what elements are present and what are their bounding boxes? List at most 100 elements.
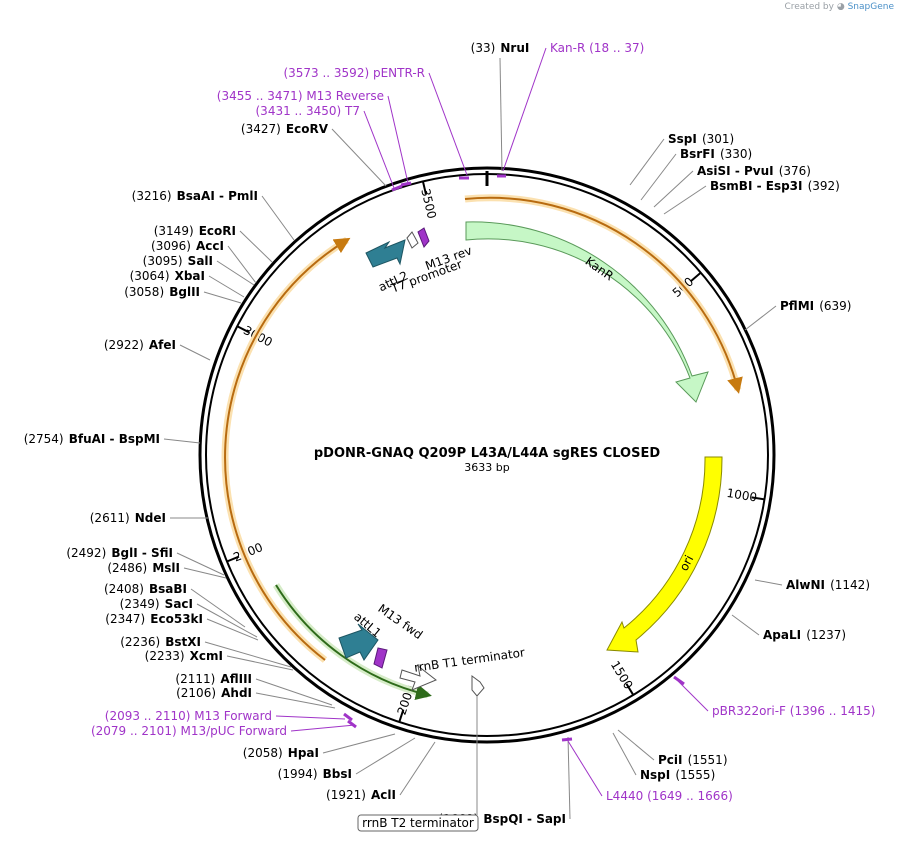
restriction-site[interactable]: AsiSI - PvuI (376) [653,160,811,208]
site-name: BsmBI - Esp3I [710,179,802,193]
restriction-site[interactable]: (3149) EcoRI [154,220,273,263]
rrnb-t1-terminator-arrow[interactable] [399,664,437,691]
site-label: (33) NruI [471,37,530,56]
site-label: ApaLI (1237) [763,624,846,643]
restriction-site[interactable]: (2233) XcmI [145,645,294,671]
primer-range: (2093 .. 2110) [105,709,191,723]
site-position: (1555) [675,768,715,782]
site-name: BsaBI [149,582,187,596]
site-label: SspI (301) [668,128,734,147]
primer-mark [391,184,403,192]
site-label: (2492) BglI - SfiI [66,542,173,561]
restriction-site[interactable]: PflMI (639) [744,295,851,331]
attl1-feature-arrow[interactable] [338,623,379,661]
restriction-site[interactable]: (33) NruI [471,37,530,172]
restriction-site[interactable]: (2236) BstXI [120,631,292,668]
site-position: (2922) [104,338,144,352]
restriction-site[interactable]: (2349) SacI [120,593,258,638]
site-leader-line [744,305,777,331]
primer-site[interactable]: (3455 .. 3471) M13 Reverse [217,89,412,187]
tick-label: 1500 [608,658,636,691]
site-label: (2611) NdeI [90,507,166,526]
primer-name: Kan-R [550,41,585,55]
restriction-site[interactable]: (2347) Eco53kI [105,608,259,641]
primer-leader-line [363,110,395,189]
restriction-site[interactable]: (3058) BglII [124,281,242,304]
primer-site[interactable]: (3431 .. 3450) T7 [256,104,403,192]
site-leader-line [216,260,255,286]
restriction-site[interactable]: BsmBI - Esp3I (392) [663,175,840,215]
site-leader-line [176,552,225,576]
m13-rev-primer-site[interactable] [417,227,430,248]
restriction-site[interactable]: (3096) AccI [151,235,257,284]
site-name: NruI [500,41,529,55]
primer-range: (3455 .. 3471) [217,89,303,103]
restriction-sites: (33) NruI SspI (301)BsrFI (330)AsiSI - Pv… [24,37,870,827]
primer-leader-line [502,47,547,172]
restriction-site[interactable]: (1994) BbsI [278,737,416,782]
site-label: (2058) HpaI [243,742,319,761]
primer-mark [400,181,412,187]
site-name: XbaI [175,269,205,283]
restriction-site[interactable]: NspI (1555) [612,732,715,783]
restriction-site[interactable]: BsrFI (330) [640,143,752,201]
restriction-site[interactable]: (2106) AhdI [176,682,336,709]
primer-name: M13 Forward [194,709,272,723]
primer-leader-line [567,740,603,797]
restriction-site[interactable]: (2611) NdeI [90,507,208,526]
restriction-site[interactable]: SspI (301) [629,128,734,186]
site-leader-line [203,291,242,304]
primer-range: (1396 .. 1415) [790,704,876,718]
m13-fwd-primer-site[interactable] [373,647,388,669]
tick-label: 1000 [726,486,758,505]
rrnb-t2-terminator-arrow[interactable] [471,675,485,697]
site-leader-line [629,138,665,186]
primer-site[interactable]: pBR322ori-F (1396 .. 1415) [673,675,876,718]
site-position: (1921) [326,788,366,802]
restriction-site[interactable]: (2922) AfeI [104,334,211,361]
restriction-site[interactable]: (1668) BspQI - SapI [438,736,571,827]
site-position: (2236) [120,635,160,649]
site-leader-line [754,579,783,586]
site-leader-line [331,128,387,187]
restriction-site[interactable]: (2486) MslI [107,557,227,579]
restriction-site[interactable]: ApaLI (1237) [731,614,846,643]
t7-promoter-arrow[interactable] [406,231,419,249]
site-leader-line [255,692,336,709]
primer-label: (2079 .. 2101) M13/pUC Forward [91,724,287,738]
site-label: (2486) MslI [107,557,180,576]
ori-feature-arrow[interactable] [606,456,723,653]
tick-1000 [751,496,765,501]
site-name: SacI [165,597,193,611]
restriction-site[interactable]: (2058) HpaI [243,733,396,761]
restriction-site[interactable]: (3216) BsaAI - PmlI [132,185,295,241]
site-leader-line [322,733,396,754]
site-position: (2347) [105,612,145,626]
primer-site[interactable]: (2093 .. 2110) M13 Forward [105,709,353,723]
restriction-site[interactable]: (3427) EcoRV [241,118,387,187]
site-leader-line [731,614,760,636]
site-position: (1994) [278,767,318,781]
restriction-site[interactable]: AlwNI (1142) [754,574,870,593]
primer-site[interactable]: (3573 .. 3592) pENTR-R [283,66,469,180]
site-leader-line [183,567,227,579]
restriction-site[interactable]: (2408) BsaBI [104,578,246,628]
primer-site[interactable]: L4440 (1649 .. 1666) [561,737,733,803]
primer-site[interactable]: Kan-R (18 .. 37) [497,41,644,178]
site-position: (2233) [145,649,185,663]
attl2-feature-arrow[interactable] [365,239,406,268]
restriction-site[interactable]: (3095) SalI [143,250,255,286]
tick-500 [690,271,702,282]
primer-leader-line [428,72,468,176]
site-label: (1994) BbsI [278,763,352,782]
restriction-site[interactable]: (1921) AclI [326,741,436,803]
site-name: ApaLI [763,628,801,642]
kanr-feature-arrow[interactable] [465,221,709,403]
restriction-site[interactable]: (2492) BglI - SfiI [66,542,225,576]
restriction-site[interactable]: (3064) XbaI [130,265,245,298]
restriction-site[interactable]: PciI (1551) [617,729,728,768]
restriction-site[interactable]: (2754) BfuAI - BspMI [24,428,201,447]
primer-site[interactable]: (2079 .. 2101) M13/pUC Forward [91,719,357,738]
primer-mark [673,675,685,686]
restriction-site[interactable]: (2111) AflIII [175,668,333,706]
